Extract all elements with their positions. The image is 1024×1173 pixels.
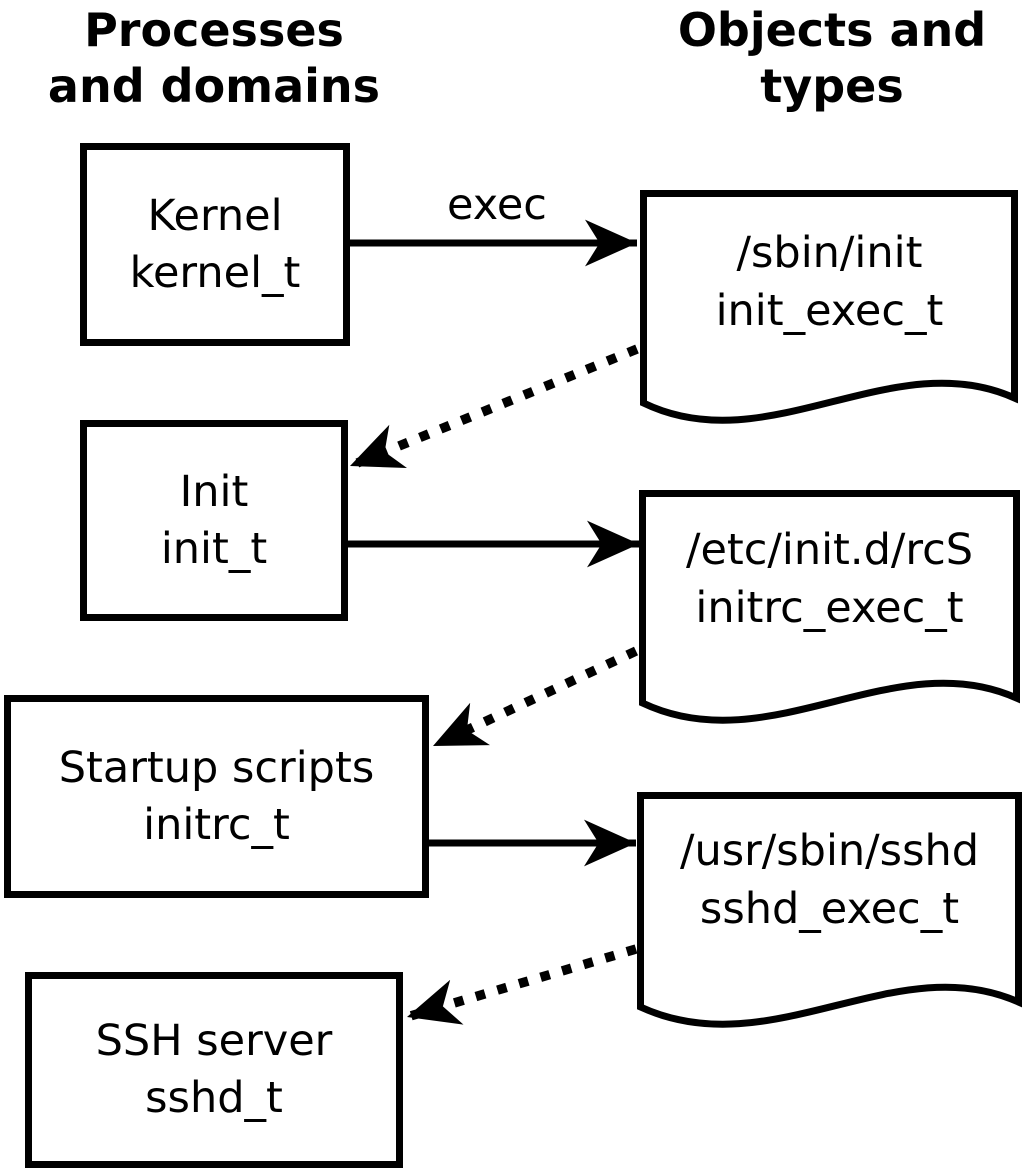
transition-arrow-sbin-init-to-init xyxy=(348,344,639,471)
exec-arrow-label: exec xyxy=(447,180,547,230)
process-box-kernel: Kernel kernel_t xyxy=(80,143,350,346)
process-domain-type: kernel_t xyxy=(129,247,301,298)
document-shape-sbin-init xyxy=(640,190,1018,424)
process-domain-type: sshd_t xyxy=(145,1073,283,1123)
process-name: Startup scripts xyxy=(58,742,375,793)
process-box-ssh-server: SSH server sshd_t xyxy=(25,972,403,1168)
column-header-processes: Processes and domains xyxy=(47,3,381,113)
process-name: SSH server xyxy=(95,1016,333,1066)
transition-arrow-rcs-to-startup xyxy=(430,646,639,751)
process-name: Init xyxy=(179,466,249,517)
process-box-startup-scripts: Startup scripts initrc_t xyxy=(4,695,429,898)
document-shape-usr-sbin-sshd xyxy=(637,792,1022,1028)
process-name: Kernel xyxy=(147,190,283,241)
process-domain-type: init_t xyxy=(160,523,268,574)
transition-arrow-sshd-exec-to-sshd xyxy=(405,944,638,1025)
process-domain-type: initrc_t xyxy=(143,799,290,850)
document-shape-etc-initd-rcs xyxy=(639,490,1020,724)
column-header-objects: Objects and types xyxy=(677,3,987,113)
process-box-init: Init init_t xyxy=(80,420,348,621)
